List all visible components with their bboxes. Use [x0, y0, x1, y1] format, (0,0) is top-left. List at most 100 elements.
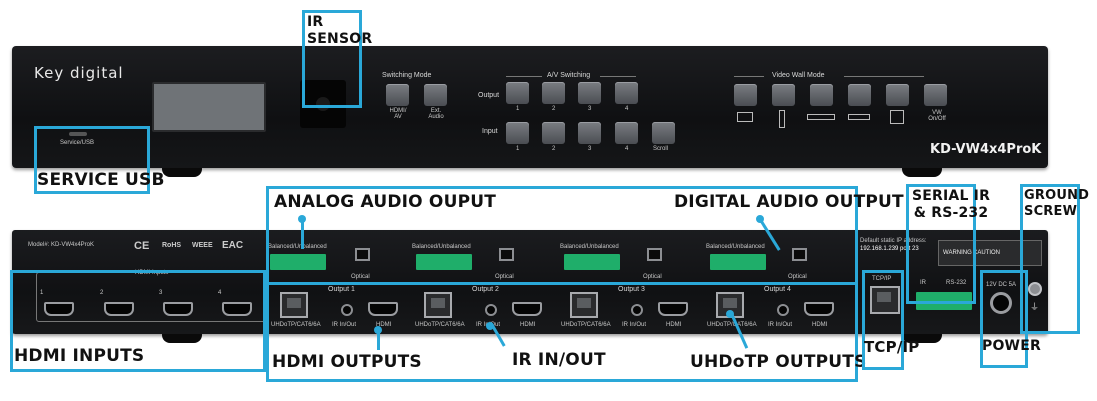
output-1-label: Output 1 — [328, 286, 355, 293]
rear-foot-left — [162, 334, 202, 343]
hdmi-outputs-pointer-line — [377, 330, 380, 350]
optical-port-3[interactable] — [647, 248, 662, 261]
ir-pointer-dot — [486, 322, 494, 330]
caution-label: CAUTION — [973, 250, 1000, 256]
uhdotp-port-4-label: UHDoTP/CAT6/6A — [707, 322, 757, 328]
service-usb-callout: SERVICE USB — [37, 170, 165, 190]
output-2-label: Output 2 — [472, 286, 499, 293]
serial-ir-box — [906, 184, 976, 304]
uhdotp-port-2-label: UHDoTP/CAT6/6A — [415, 322, 465, 328]
power-jack[interactable] — [990, 292, 1012, 314]
uhdotp-port-1-label: UHDoTP/CAT6/6A — [271, 322, 321, 328]
ground-screw-callout: GROUND SCREW — [1024, 188, 1090, 219]
hdmi-inputs-box — [10, 270, 266, 372]
hdmi-input-1-port[interactable] — [44, 302, 74, 316]
hdmi-output-4-label: HDMI — [812, 322, 828, 328]
av-switching-title: A/V Switching — [547, 72, 591, 79]
analog-audio-terminal-4[interactable] — [710, 254, 766, 270]
hdmi-output-4-port[interactable] — [804, 302, 834, 316]
uhdotp-port-2[interactable] — [424, 292, 452, 318]
rs232-terminal-label: RS-232 — [946, 280, 967, 286]
hdmi-av-button[interactable] — [386, 84, 409, 106]
video-wall-1x4-button[interactable] — [772, 84, 795, 106]
default-ip-text: Default static IP address: — [860, 238, 927, 244]
hdmi-input-2-port[interactable] — [104, 302, 134, 316]
ext-audio-button[interactable] — [424, 84, 447, 106]
analog-audio-terminal-1[interactable] — [270, 254, 326, 270]
service-usb-port — [69, 132, 87, 136]
front-foot-right — [902, 168, 942, 177]
optical-port-1[interactable] — [355, 248, 370, 261]
balanced-label-2: Balanced/Unbalanced — [412, 244, 471, 250]
front-panel: Key digital Service/USB Switching Mode H… — [12, 46, 1048, 177]
weee-mark-icon: WEEE — [192, 242, 213, 249]
hdmi-output-1-port[interactable] — [368, 302, 398, 316]
input-3-button[interactable] — [578, 122, 601, 144]
eac-mark-icon: EAC — [222, 240, 244, 251]
optical-label-4: Optical — [788, 274, 807, 280]
ce-mark-icon: CE — [134, 240, 150, 252]
ground-screw[interactable] — [1028, 282, 1042, 296]
input-4-button[interactable] — [615, 122, 638, 144]
analog-audio-pointer-line — [301, 219, 304, 249]
uhdotp-port-1[interactable] — [280, 292, 308, 318]
rear-foot-right — [902, 334, 942, 343]
analog-audio-terminal-3[interactable] — [564, 254, 620, 270]
output-3-button[interactable] — [578, 82, 601, 104]
uhdotp-pointer-dot — [726, 310, 734, 318]
optical-port-2[interactable] — [499, 248, 514, 261]
ir-terminal-label: IR — [920, 280, 926, 286]
hdmi-output-2-port[interactable] — [512, 302, 542, 316]
optical-label-1: Optical — [351, 274, 370, 280]
optical-label-3: Optical — [643, 274, 662, 280]
ir-port-4-label: IR In/Out — [768, 322, 793, 328]
hdmi-output-3-port[interactable] — [658, 302, 688, 316]
ground-screw-box — [1020, 184, 1080, 334]
video-wall-preset-button[interactable] — [886, 84, 909, 106]
digital-audio-pointer-dot — [756, 215, 764, 223]
hdmi-input-4-port[interactable] — [222, 302, 252, 316]
hdmi-output-1-label: HDMI — [376, 322, 392, 328]
ext-audio-button-label: Ext. Audio — [428, 108, 444, 120]
output-4-number: 4 — [625, 106, 629, 112]
uhdotp-port-3[interactable] — [570, 292, 598, 318]
outputs-divider-line — [268, 282, 856, 285]
digital-audio-callout: DIGITAL AUDIO OUTPUT — [674, 192, 904, 212]
tcp-ip-box — [862, 270, 904, 370]
output-row-label: Output — [478, 92, 500, 99]
switching-mode-title: Switching Mode — [382, 72, 432, 79]
hdmi-input-3-port[interactable] — [163, 302, 193, 316]
video-wall-4x1-button[interactable] — [810, 84, 833, 106]
warning-label-plate: CAUTION WARNING — [938, 240, 1042, 266]
ir-port-1-label: IR In/Out — [332, 322, 357, 328]
brand-logo: Key digital — [34, 64, 124, 82]
ir-sensor-box — [302, 10, 362, 108]
front-foot-left — [162, 168, 202, 177]
video-wall-2x2-button[interactable] — [734, 84, 757, 106]
output-1-button[interactable] — [506, 82, 529, 104]
optical-port-4[interactable] — [792, 248, 807, 261]
input-4-number: 4 — [625, 146, 629, 152]
ir-port-1[interactable] — [341, 304, 353, 316]
video-wall-on-off-button[interactable] — [924, 84, 947, 106]
input-1-button[interactable] — [506, 122, 529, 144]
output-4-label: Output 4 — [764, 286, 791, 293]
input-2-button[interactable] — [542, 122, 565, 144]
tcpip-port[interactable] — [870, 286, 900, 314]
ir-port-2[interactable] — [485, 304, 497, 316]
default-ip-value: 192.168.1.239 port 23 — [860, 246, 919, 252]
ir-port-3[interactable] — [631, 304, 643, 316]
ir-port-4[interactable] — [777, 304, 789, 316]
output-2-button[interactable] — [542, 82, 565, 104]
scroll-button-label: Scroll — [653, 146, 669, 152]
uhdotp-port-4[interactable] — [716, 292, 744, 318]
hdmi-outputs-callout: HDMI OUTPUTS — [272, 352, 422, 372]
scroll-button[interactable] — [652, 122, 675, 144]
output-4-button[interactable] — [615, 82, 638, 104]
power-box — [980, 270, 1028, 368]
balanced-label-3: Balanced/Unbalanced — [560, 244, 619, 250]
video-wall-3x1-button[interactable] — [848, 84, 871, 106]
hdmi-input-2-number: 2 — [100, 290, 104, 296]
analog-audio-terminal-2[interactable] — [416, 254, 472, 270]
output-3-label: Output 3 — [618, 286, 645, 293]
